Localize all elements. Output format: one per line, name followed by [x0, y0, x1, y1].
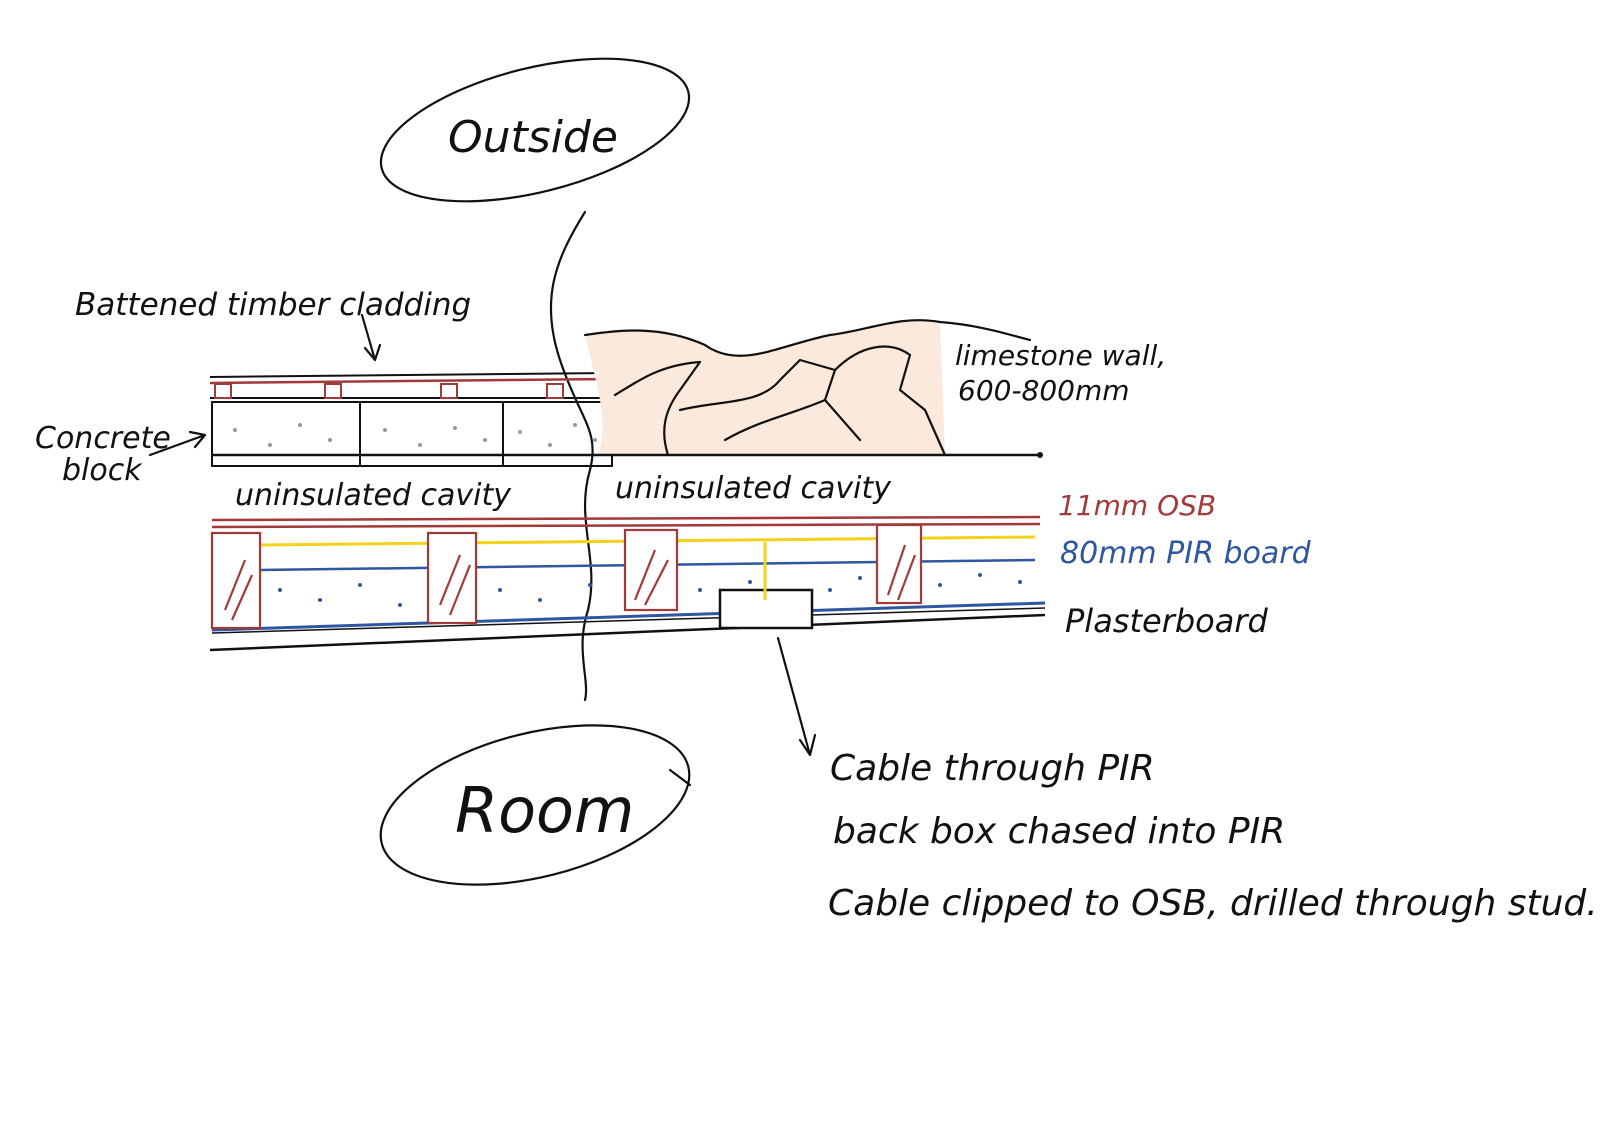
timber-cladding: [209, 372, 612, 399]
osb-line: [211, 515, 1041, 522]
concrete-block: [211, 401, 613, 467]
cladding-label: Battened timber cladding: [75, 287, 471, 323]
concrete-label-2: block: [62, 453, 143, 488]
note-line: Cable clipped to OSB, drilled through st…: [828, 883, 1598, 924]
limestone-label-1: limestone wall,: [955, 339, 1166, 372]
concrete-label-1: Concrete: [35, 421, 171, 456]
limestone-wall: [583, 319, 1032, 457]
plasterboard-label: Plasterboard: [1065, 602, 1269, 640]
pir-label: 80mm PIR board: [1060, 536, 1312, 571]
timber-studs: [210, 523, 923, 630]
outside-bubble: [379, 57, 691, 203]
arrows: [148, 313, 817, 757]
outside-label: Outside: [448, 112, 618, 163]
osb-label: 11mm OSB: [1058, 489, 1216, 522]
room-label: Room: [455, 774, 634, 847]
section-break-line: [549, 210, 594, 702]
note-line: back box chased into PIR: [833, 811, 1285, 852]
cavity-label-right: uninsulated cavity: [615, 471, 892, 506]
plasterboard-line: [209, 613, 1046, 652]
room-bubble: [379, 724, 691, 886]
pir-insulation: [278, 573, 1022, 607]
limestone-label-2: 600-800mm: [958, 374, 1130, 407]
note-line: Cable through PIR: [830, 748, 1155, 789]
cavity-label-left: uninsulated cavity: [235, 478, 512, 513]
